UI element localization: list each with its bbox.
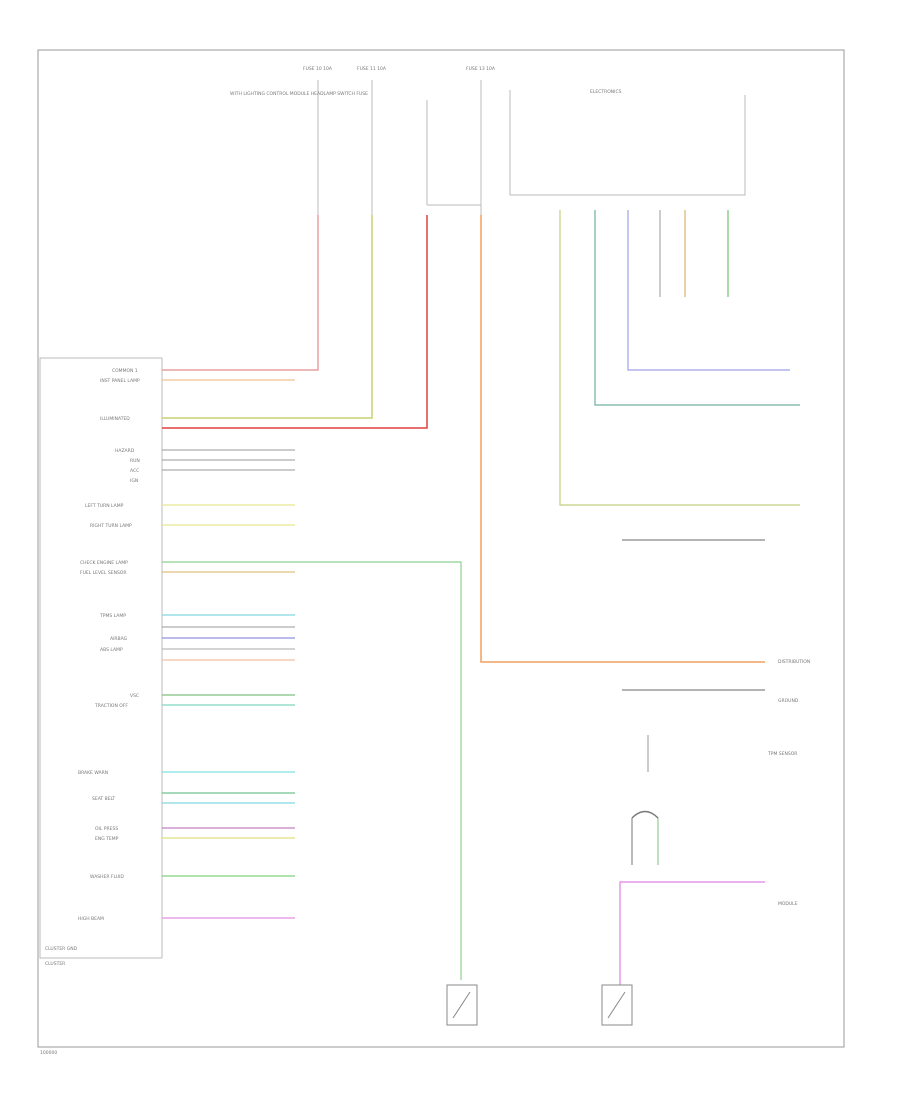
sensor-box-left [446,984,478,1026]
module-connector [631,810,659,819]
cluster-outline [39,357,162,959]
cluster-pin-3: HAZARD [115,448,135,454]
top-left-label: WITH LIGHTING CONTROL MODULE HEADLAMP SW… [230,91,368,97]
right-label-module: MODULE [778,901,798,907]
cluster-pin-11: TPMS LAMP [99,613,126,619]
fuse-4-label: FUSE 13 10A [466,66,496,72]
wire-group [162,210,800,985]
cluster-pin-8: RIGHT TURN LAMP [90,523,132,529]
cluster-pin-5: ACC [130,468,139,474]
cluster-pin-14: VSC [130,693,139,699]
cluster-pin-10: FUEL LEVEL SENSOR [80,570,126,576]
cluster-pin-0: COMMON 1 [112,368,138,374]
cluster-pin-7: LEFT TURN LAMP [85,503,124,509]
diagram-bottom-code: 100000 [40,1050,57,1056]
cluster-pin-13: ABS LAMP [100,647,123,653]
cluster-pin-21: HIGH BEAM [78,916,104,922]
top-fuse-wires: FUSE 10 10A FUSE 11 10A FUSE 13 10A [303,66,496,215]
cluster-pin-9: CHECK ENGINE LAMP [80,560,128,566]
cluster-box-label: CLUSTER [45,961,65,967]
right-label-ground: GROUND [778,698,799,704]
cluster-pin-17: SEAT BELT [92,796,115,802]
fuse-1-label: FUSE 10 10A [303,66,333,72]
sensor-box-right [601,984,633,1026]
cluster-pin-12: AIRBAG [110,636,128,642]
cluster-pin-labels: COMMON 1 INST PANEL LAMP ILLUMINATED HAZ… [45,368,140,952]
cluster-pin-22: CLUSTER GND [45,946,78,952]
cluster-pin-1: INST PANEL LAMP [100,378,140,384]
right-label-tpm: TPM SENSOR [767,751,797,757]
cluster-pin-20: WASHER FLUID [90,874,124,880]
fuse-2-label: FUSE 11 10A [357,66,387,72]
cluster-pin-19: ENG TEMP [95,836,119,842]
cluster-pin-4: RUN [130,458,140,464]
cluster-pin-16: BRAKE WARN [78,770,108,776]
electronics-box [509,90,746,196]
cluster-pin-18: OIL PRESS [95,826,118,832]
cluster-pin-15: TRACTION OFF [94,703,128,709]
right-label-dist: DISTRIBUTION [778,659,810,665]
cluster-pin-2: ILLUMINATED [100,416,130,422]
diagram-frame [37,49,845,1048]
cluster-pin-6: IGN [130,478,138,484]
electronics-label: ELECTRONICS [590,89,622,95]
